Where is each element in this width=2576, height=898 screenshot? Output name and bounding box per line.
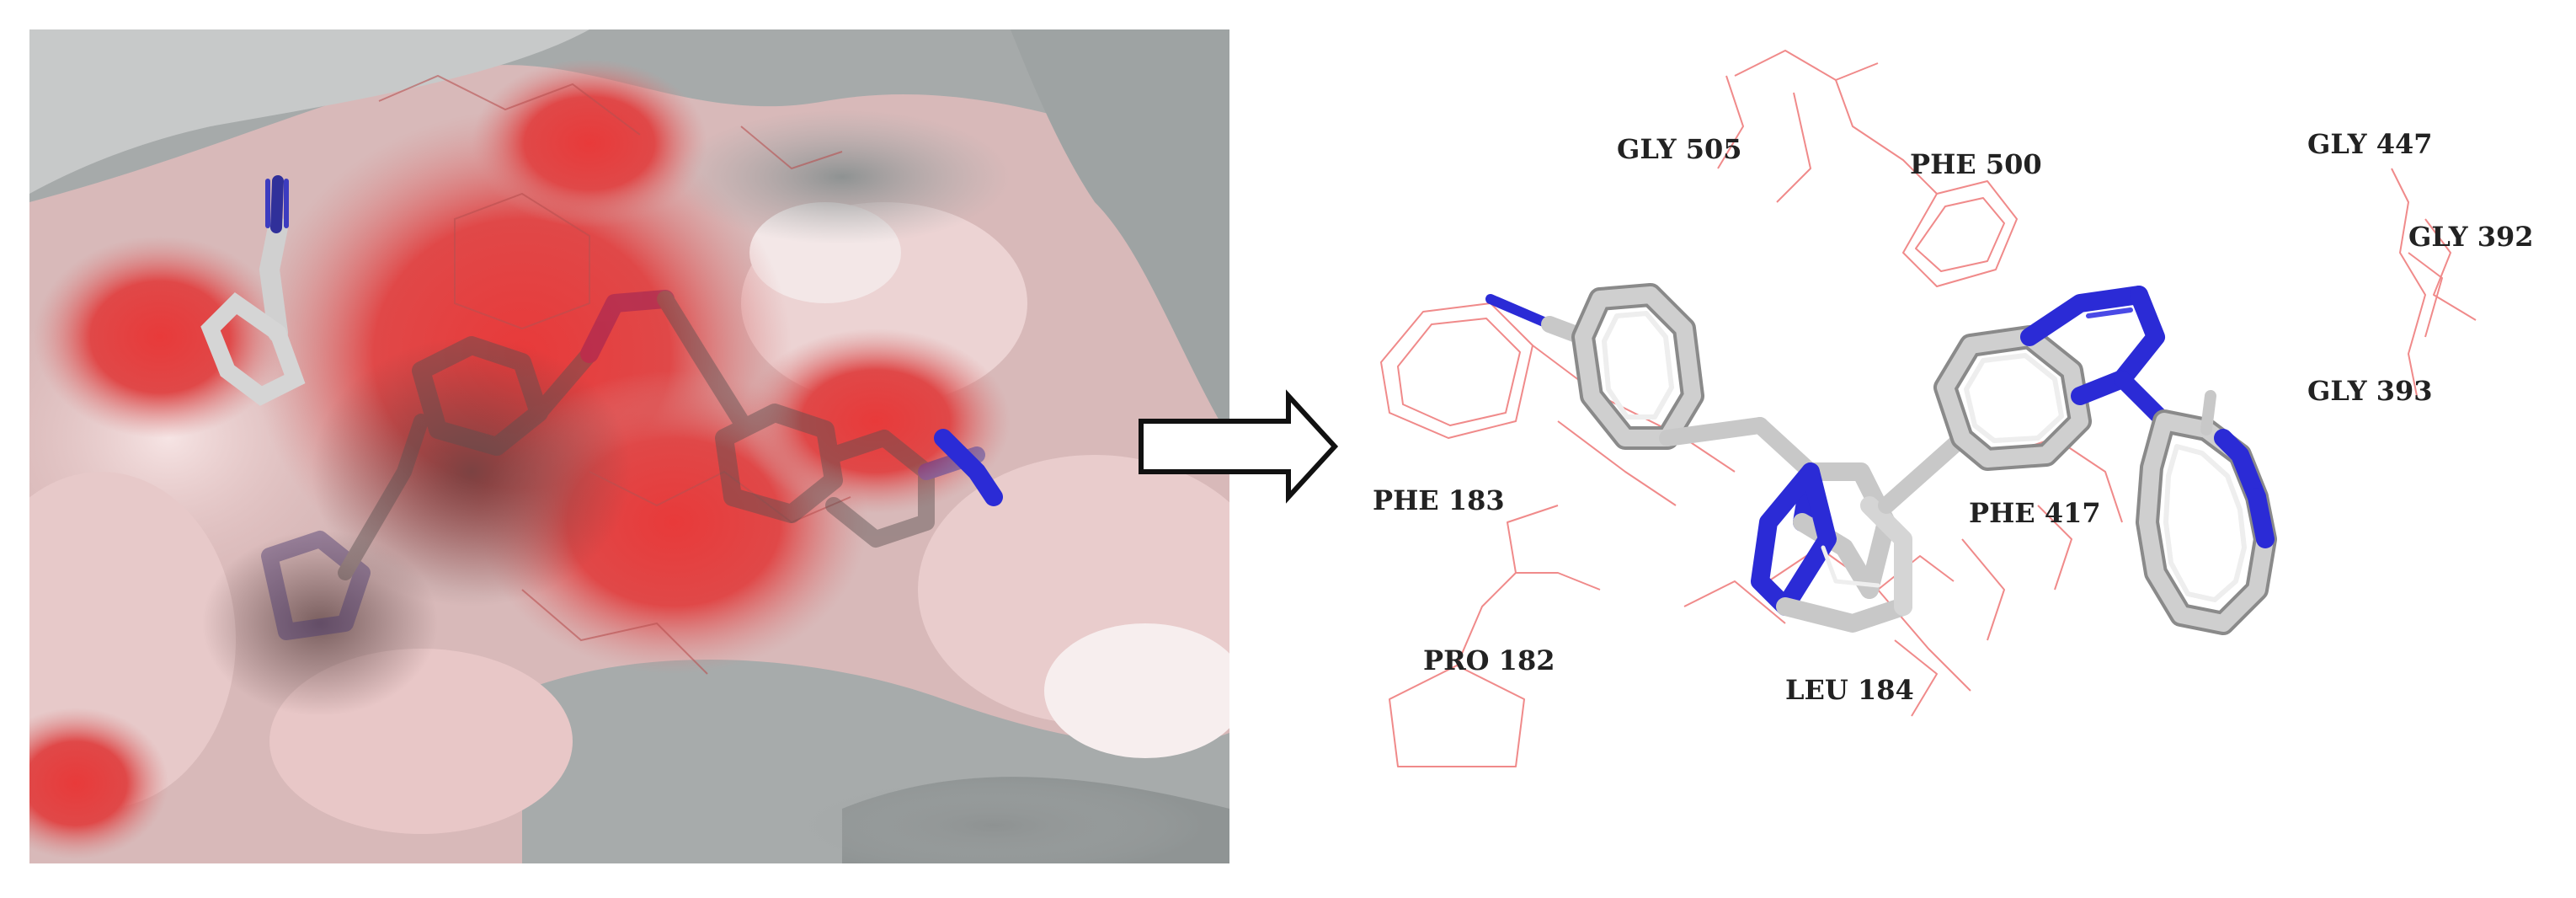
interaction-panel: GLY 505 PHE 500 GLY 447 GLY 392 GLY 393 … [1373,50,2534,767]
residue-label-gly447: GLY 447 [2307,128,2433,160]
residue-label-phe417: PHE 417 [1969,497,2101,529]
ligand-stick-model [1485,283,2277,635]
residue-label-gly393: GLY 393 [2307,375,2433,407]
residue-wireframes [1380,50,2477,767]
residue-label-gly392: GLY 392 [2408,221,2534,253]
residue-label-phe183: PHE 183 [1373,484,1505,516]
right-arrow-icon [1139,389,1339,504]
residue-labels: GLY 505 PHE 500 GLY 447 GLY 392 GLY 393 … [1373,128,2534,706]
molecular-surface-panel [29,29,1229,863]
residue-label-pro182: PRO 182 [1423,644,1555,676]
residue-label-leu184: LEU 184 [1785,674,1914,706]
residue-label-phe500: PHE 500 [1910,148,2042,180]
residue-label-gly505: GLY 505 [1617,133,1742,165]
